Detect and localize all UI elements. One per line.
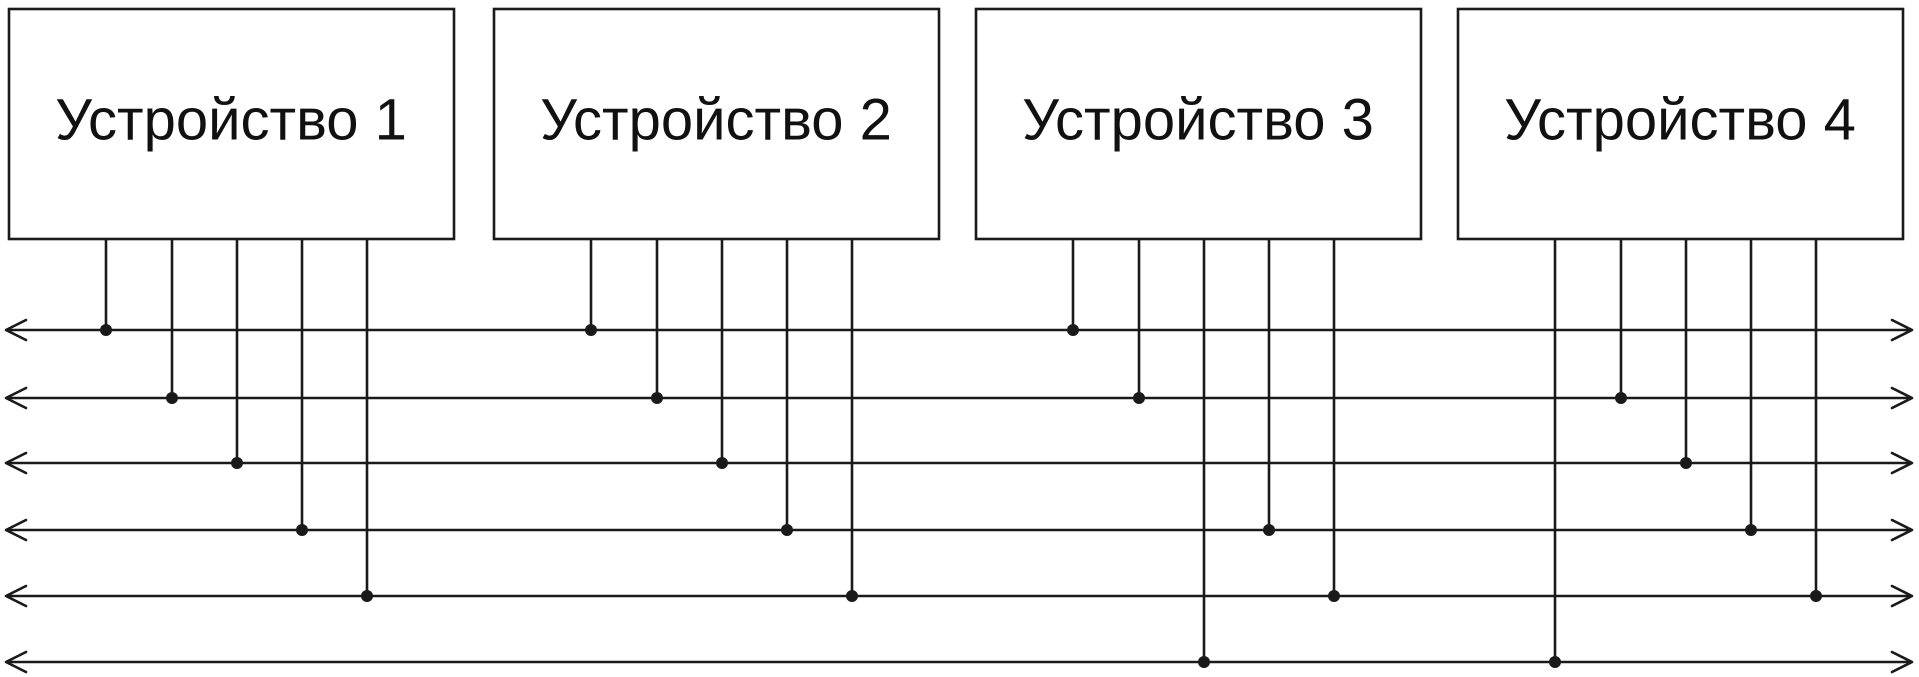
- device-3-junction-bus-1: [1067, 324, 1079, 336]
- bus-line-6-right-arrow: [1890, 650, 1914, 674]
- device-3-junction-bus-6: [1198, 656, 1210, 668]
- bus-line-5-left-arrow: [4, 584, 28, 608]
- bus-line-3-left-arrow: [4, 451, 28, 475]
- bus-line-1-left-arrow: [4, 318, 28, 342]
- device-2-junction-bus-4: [781, 524, 793, 536]
- device-4-junction-bus-2: [1615, 392, 1627, 404]
- bus-line-4-right-arrow: [1890, 518, 1914, 542]
- bus-line-2-left-arrow: [4, 386, 28, 410]
- device-4: Устройство 4: [1456, 7, 1905, 241]
- device-3-junction-bus-2: [1133, 392, 1145, 404]
- bus-line-3-right-arrow: [1890, 451, 1914, 475]
- device-pins: [100, 239, 1822, 668]
- bus-line-2-right-arrow: [1890, 386, 1914, 410]
- device-2-junction-bus-3: [716, 457, 728, 469]
- device-3: Устройство 3: [974, 7, 1423, 241]
- device-4-box: [1456, 7, 1905, 241]
- device-2-label: Устройство 2: [540, 87, 892, 152]
- device-2-junction-bus-2: [651, 392, 663, 404]
- bus-line-1-right-arrow: [1890, 318, 1914, 342]
- device-4-junction-bus-4: [1745, 524, 1757, 536]
- device-3-junction-bus-5: [1328, 590, 1340, 602]
- device-4-junction-bus-6: [1549, 656, 1561, 668]
- device-1-junction-bus-5: [361, 590, 373, 602]
- device-4-label: Устройство 4: [1504, 87, 1856, 152]
- device-1-junction-bus-2: [166, 392, 178, 404]
- device-1-box: [7, 7, 456, 241]
- device-3-junction-bus-4: [1263, 524, 1275, 536]
- bus-line-6-left-arrow: [4, 650, 28, 674]
- device-4-junction-bus-5: [1810, 590, 1822, 602]
- device-1-junction-bus-3: [231, 457, 243, 469]
- device-3-label: Устройство 3: [1022, 87, 1374, 152]
- bus-line-5-right-arrow: [1890, 584, 1914, 608]
- device-2: Устройство 2: [492, 7, 941, 241]
- device-4-junction-bus-3: [1680, 457, 1692, 469]
- device-1-junction-bus-4: [296, 524, 308, 536]
- device-3-box: [974, 7, 1423, 241]
- device-1: Устройство 1: [7, 7, 456, 241]
- devices: Устройство 1 Устройство 2 Устройство 3 У…: [7, 7, 1905, 241]
- bus-line-4-left-arrow: [4, 518, 28, 542]
- bus-lines: [4, 318, 1914, 674]
- device-1-junction-bus-1: [100, 324, 112, 336]
- device-2-box: [492, 7, 941, 241]
- device-2-junction-bus-1: [585, 324, 597, 336]
- device-1-label: Устройство 1: [55, 87, 407, 152]
- device-2-junction-bus-5: [846, 590, 858, 602]
